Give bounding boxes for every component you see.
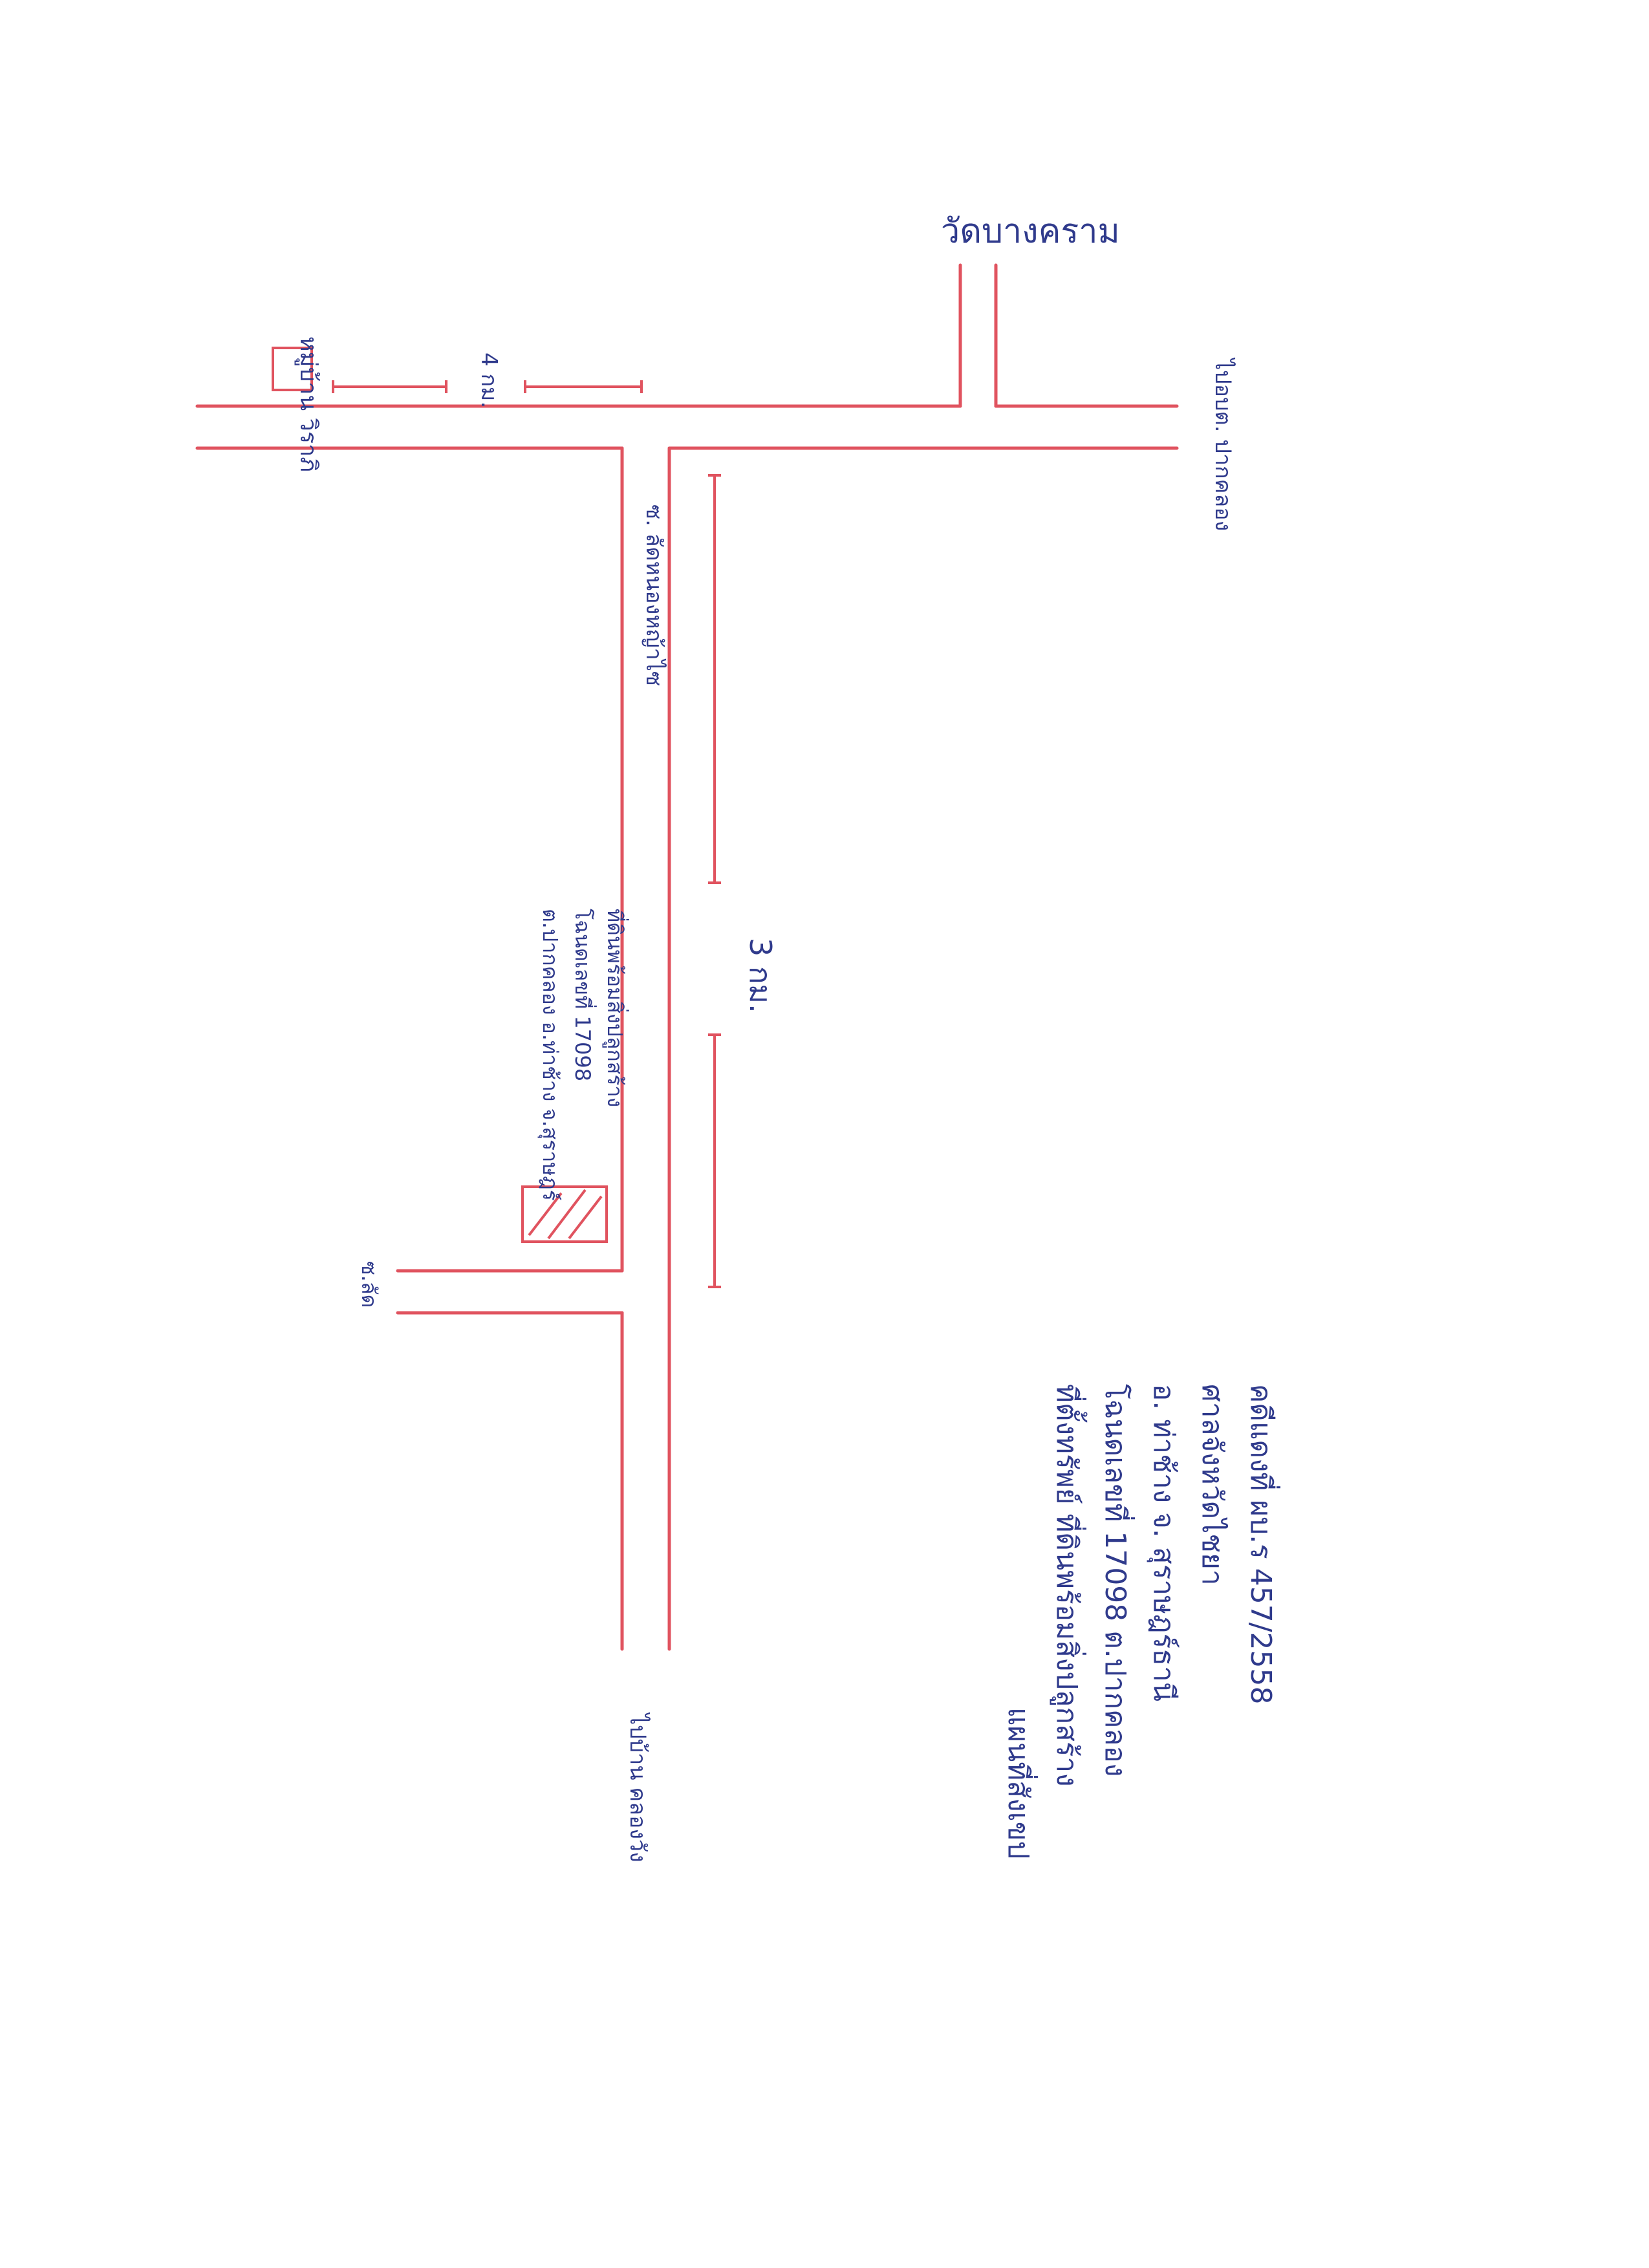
main-road bbox=[195, 404, 1179, 450]
note-line-3: อ. ท่าช้าง จ. สุราษฎร์ธานี bbox=[1147, 1384, 1180, 1701]
soi-short-label: ซ.ลัด bbox=[357, 1261, 382, 1308]
note-line-2: โฉนดเลขที่ 17098 ต.ปากคลอง bbox=[1099, 1384, 1136, 1777]
side-lane bbox=[396, 1269, 624, 1315]
note-block: แผนที่สังเขป ที่ตั้งทรัพย์ ที่ดินพร้อมสิ… bbox=[1002, 1384, 1281, 1859]
pwd-label-text: ไปอบต. ปากคลอง bbox=[1210, 357, 1236, 531]
note-line-5: คดีแดงที่ ผบ.ร 457/2558 bbox=[1244, 1384, 1281, 1705]
soi-name-label: ซ. ลัดหนองหญ้าไซ bbox=[641, 504, 667, 686]
plot-label: ที่ดินพร้อมสิ่งปลูกสร้าง โฉนดเลขที่ 1709… bbox=[537, 909, 629, 1201]
plot-line-2: โฉนดเลขที่ 17098 bbox=[570, 909, 597, 1081]
to-village-label: ไปบ้าน คลองวัง bbox=[625, 1712, 651, 1863]
note-title: แผนที่สังเขป bbox=[1002, 1707, 1039, 1859]
wat-access-road bbox=[958, 263, 998, 408]
property-parcel bbox=[521, 1185, 608, 1243]
parcel-outline bbox=[521, 1185, 608, 1243]
wat-label: วัดบางคราม bbox=[941, 212, 1120, 251]
village-label: หมู่บ้าน วิราภิ bbox=[294, 336, 321, 472]
village-marker bbox=[272, 347, 313, 391]
distance-top-label: 4 กม. bbox=[476, 352, 502, 408]
distance-side-label: 3 กม. bbox=[743, 938, 778, 1013]
parcel-hatch-1 bbox=[528, 1192, 563, 1237]
parcel-hatch-3 bbox=[568, 1195, 603, 1240]
distance-side-markers bbox=[708, 474, 721, 1288]
distance-top-markers bbox=[332, 380, 643, 393]
pwd-label: ไปอบต. ปากคลอง bbox=[1210, 357, 1236, 531]
parcel-hatch-2 bbox=[547, 1189, 587, 1240]
plot-line-3: ต.ปากคลอง อ.ท่าช้าง จ.สุราษฎร์ bbox=[537, 909, 563, 1201]
soi-road bbox=[620, 446, 671, 1651]
note-line-1: ที่ตั้งทรัพย์ ที่ดินพร้อมสิ่งปลูกสร้าง bbox=[1050, 1384, 1088, 1787]
note-line-4: ศาลจังหวัดไชยา bbox=[1196, 1384, 1229, 1586]
plot-line-1: ที่ดินพร้อมสิ่งปลูกสร้าง bbox=[602, 909, 629, 1107]
